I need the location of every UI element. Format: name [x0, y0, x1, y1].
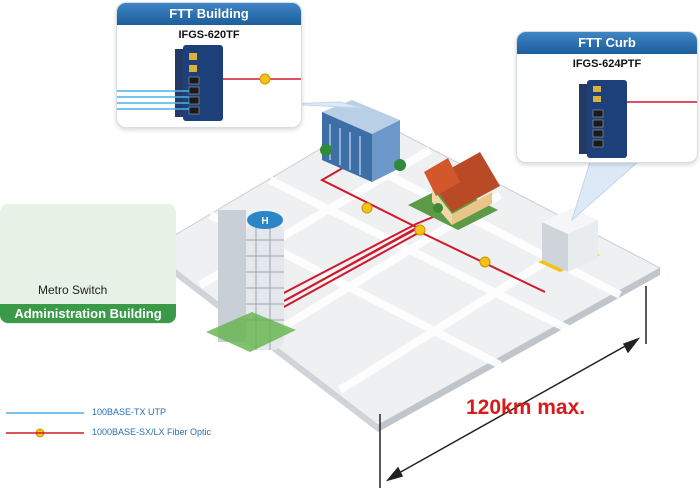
- ftt-building-model: IFGS-620TF: [178, 29, 240, 41]
- callout-pointer-building: [284, 101, 363, 109]
- admin-tower: H: [206, 210, 296, 352]
- city-ground-edge-right: [378, 268, 660, 432]
- house: [408, 152, 500, 230]
- administration-building-title: Administration Building: [0, 304, 176, 323]
- curb-cabinet: [538, 208, 600, 272]
- ftt-curb-model: IFGS-624PTF: [572, 58, 642, 70]
- metro-switch-label: Metro Switch: [38, 283, 108, 297]
- ftt-curb-title: FTT Curb: [517, 32, 697, 54]
- ifgs-624ptf-device: [579, 80, 697, 158]
- legend-lines: [6, 412, 84, 434]
- svg-text:H: H: [261, 216, 268, 227]
- distance-dimension: [379, 286, 647, 488]
- ifgs-620tf-device: [117, 45, 301, 121]
- distance-label: 120km max.: [466, 396, 586, 419]
- ftt-building-title: FTT Building: [117, 3, 301, 25]
- legend-fiber-label: 1000BASE-SX/LX Fiber Optic: [92, 427, 212, 437]
- callout-pointer-curb: [570, 159, 642, 222]
- ftt-curb-callout: FTT Curb IFGS-624PTF: [516, 31, 698, 163]
- ftt-building-callout: FTT Building IFGS-620TF: [116, 2, 302, 128]
- legend-utp-label: 100BASE-TX UTP: [92, 407, 167, 417]
- office-building: [320, 100, 406, 182]
